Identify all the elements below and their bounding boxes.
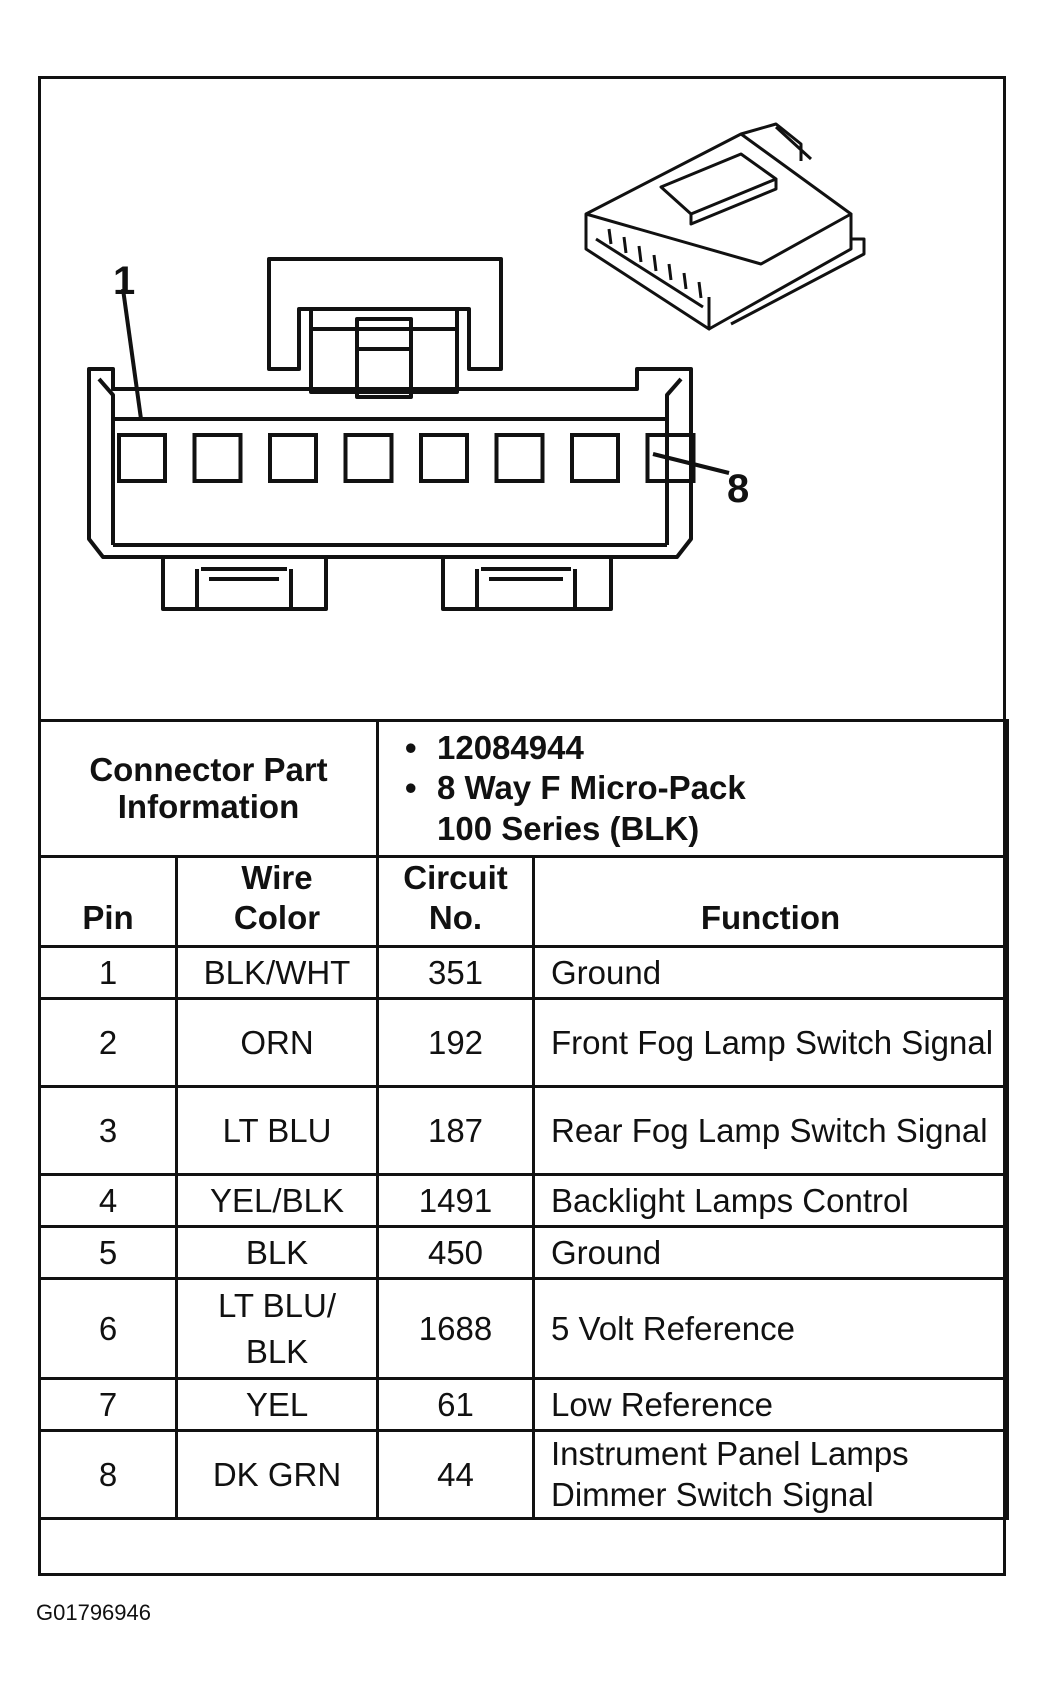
pin-8-leader [652, 452, 730, 475]
pin-cavity-6 [494, 433, 545, 483]
wire-color-cell: LT BLU/ BLK [175, 1277, 379, 1381]
table-row: 8 DK GRN 44 Instrument Panel Lamps Dimme… [38, 1429, 1009, 1521]
bottom-key-left [161, 557, 328, 611]
connector-info-row: Connector Part Information 12084944 8 Wa… [38, 719, 1009, 858]
circuit-cell: 61 [376, 1377, 535, 1433]
pin-1-label: 1 [113, 259, 136, 303]
connector-isometric-view [584, 122, 866, 331]
function-cell: Ground [532, 945, 1009, 1001]
wire-color-cell: YEL/BLK [175, 1173, 379, 1229]
function-cell: Front Fog Lamp Switch Signal [532, 997, 1009, 1089]
pinout-table: Connector Part Information 12084944 8 Wa… [38, 719, 1009, 1521]
header-pin: Pin [38, 854, 178, 949]
pin-cavity-3 [268, 433, 318, 483]
table-row: 2 ORN 192 Front Fog Lamp Switch Signal [38, 997, 1009, 1089]
table-row: 7 YEL 61 Low Reference [38, 1377, 1009, 1433]
pin-cavity-8 [645, 433, 696, 483]
top-latch [267, 257, 503, 371]
table-row: 3 LT BLU 187 Rear Fog Lamp Switch Signal [38, 1085, 1009, 1177]
pin-cell: 7 [38, 1377, 178, 1433]
pin-cell: 1 [38, 945, 178, 1001]
connector-diagram: 1 8 [41, 79, 1003, 719]
header-circuit-no: Circuit No. [376, 854, 535, 949]
pin-cell: 8 [38, 1429, 178, 1521]
pin-8-label: 8 [727, 467, 750, 511]
bottom-key-right [441, 557, 613, 611]
circuit-cell: 450 [376, 1225, 535, 1281]
circuit-cell: 1688 [376, 1277, 535, 1381]
pin-cell: 3 [38, 1085, 178, 1177]
wire-color-cell: BLK [175, 1225, 379, 1281]
function-cell: Low Reference [532, 1377, 1009, 1433]
table-row: 1 BLK/WHT 351 Ground [38, 945, 1009, 1001]
circuit-cell: 351 [376, 945, 535, 1001]
pin-cavity-2 [192, 433, 243, 483]
connector-frame: 1 8 Connector Part Information 12084944 … [38, 76, 1009, 1576]
wire-color-cell: ORN [175, 997, 379, 1089]
table-row: 4 YEL/BLK 1491 Backlight Lamps Control [38, 1173, 1009, 1229]
header-wire-color: Wire Color [175, 854, 379, 949]
pin-cavity-1 [117, 433, 167, 483]
connector-description: 8 Way F Micro-Pack 100 Series (BLK) [405, 768, 1006, 849]
pin-cell: 5 [38, 1225, 178, 1281]
function-cell: Backlight Lamps Control [532, 1173, 1009, 1229]
table-row: 6 LT BLU/ BLK 1688 5 Volt Reference [38, 1277, 1009, 1381]
circuit-cell: 1491 [376, 1173, 535, 1229]
connector-info-label: Connector Part Information [38, 719, 379, 858]
wire-color-cell: BLK/WHT [175, 945, 379, 1001]
pin-cavity-4 [343, 433, 394, 483]
function-cell: 5 Volt Reference [532, 1277, 1009, 1381]
table-row: 5 BLK 450 Ground [38, 1225, 1009, 1281]
function-cell: Ground [532, 1225, 1009, 1281]
connector-body [87, 367, 693, 559]
pin-cell: 4 [38, 1173, 178, 1229]
pin-1-leader [121, 288, 143, 420]
header-function: Function [532, 854, 1009, 949]
wire-color-cell: LT BLU [175, 1085, 379, 1177]
connector-info-values: 12084944 8 Way F Micro-Pack 100 Series (… [376, 719, 1009, 858]
circuit-cell: 192 [376, 997, 535, 1089]
part-number: 12084944 [405, 728, 1006, 769]
pin-cavity-7 [570, 433, 620, 483]
latch-window [309, 311, 459, 394]
wire-color-cell: DK GRN [175, 1429, 379, 1521]
pin-cell: 6 [38, 1277, 178, 1381]
function-cell: Instrument Panel Lamps Dimmer Switch Sig… [532, 1429, 1009, 1521]
circuit-cell: 187 [376, 1085, 535, 1177]
latch-tab [355, 317, 413, 399]
column-header-row: Pin Wire Color Circuit No. Function [38, 854, 1009, 949]
function-cell: Rear Fog Lamp Switch Signal [532, 1085, 1009, 1177]
connector-face-drawing [87, 122, 866, 611]
pin-cavity-5 [419, 433, 469, 483]
figure-id: G01796946 [36, 1600, 151, 1625]
wire-color-cell: YEL [175, 1377, 379, 1433]
pin-cell: 2 [38, 997, 178, 1089]
circuit-cell: 44 [376, 1429, 535, 1521]
